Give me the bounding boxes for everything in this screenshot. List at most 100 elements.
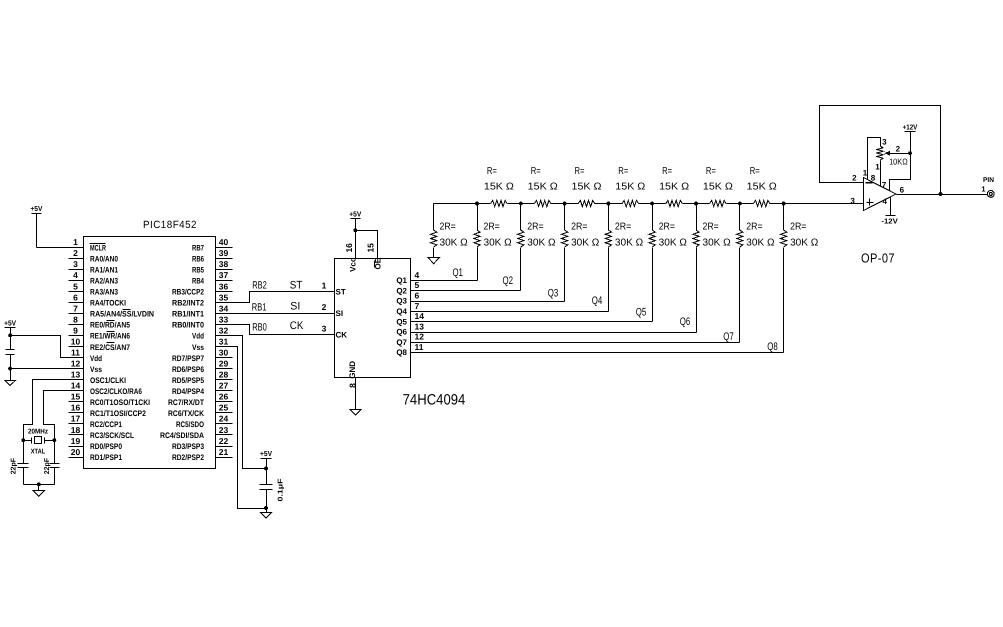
- svg-text:Vss: Vss: [90, 365, 102, 374]
- svg-text:30K Ω: 30K Ω: [659, 238, 688, 249]
- svg-text:SI: SI: [336, 309, 344, 318]
- svg-text:0.1μF: 0.1μF: [277, 478, 284, 502]
- svg-text:RA3/AN3: RA3/AN3: [90, 288, 118, 297]
- svg-text:8: 8: [73, 314, 78, 324]
- svg-text:36: 36: [219, 281, 229, 291]
- svg-text:40: 40: [219, 237, 229, 247]
- svg-text:Q3: Q3: [548, 288, 559, 300]
- svg-text:29: 29: [219, 359, 229, 369]
- svg-text:2R=: 2R=: [527, 222, 543, 233]
- svg-text:RE2/CS/AN7: RE2/CS/AN7: [90, 343, 130, 352]
- svg-text:19: 19: [71, 436, 81, 446]
- svg-text:13: 13: [415, 321, 425, 331]
- svg-text:CK: CK: [336, 330, 348, 339]
- svg-text:31: 31: [219, 336, 229, 346]
- svg-text:24: 24: [219, 414, 229, 424]
- svg-text:6: 6: [73, 292, 78, 302]
- svg-text:Q2: Q2: [503, 275, 514, 287]
- svg-text:+5V: +5V: [30, 204, 42, 213]
- svg-text:3: 3: [882, 138, 887, 147]
- svg-text:RB4: RB4: [192, 277, 204, 286]
- svg-text:2: 2: [322, 302, 327, 312]
- svg-text:RA0/AN0: RA0/AN0: [90, 254, 118, 263]
- svg-text:SI: SI: [290, 301, 300, 313]
- svg-text:OSC2/CLKO/RA6: OSC2/CLKO/RA6: [90, 387, 142, 396]
- svg-text:26: 26: [219, 392, 229, 402]
- svg-text:9: 9: [73, 325, 78, 335]
- svg-text:R=: R=: [531, 166, 541, 177]
- svg-text:ST: ST: [290, 280, 303, 292]
- svg-text:1: 1: [322, 281, 327, 291]
- svg-text:R=: R=: [662, 166, 672, 177]
- svg-text:RC6/TX/CK: RC6/TX/CK: [168, 409, 204, 418]
- svg-text:+5V: +5V: [349, 210, 361, 219]
- svg-text:2R=: 2R=: [746, 222, 762, 233]
- svg-text:RB0: RB0: [252, 321, 267, 333]
- svg-text:RB6: RB6: [192, 254, 204, 263]
- svg-text:RB3/CCP2: RB3/CCP2: [172, 288, 204, 297]
- svg-text:2R=: 2R=: [440, 222, 456, 233]
- svg-text:Vcc: Vcc: [348, 257, 357, 272]
- svg-text:RB5: RB5: [192, 265, 204, 274]
- svg-text:Q4: Q4: [592, 295, 603, 307]
- svg-text:6: 6: [900, 186, 905, 195]
- svg-text:Q6: Q6: [396, 328, 407, 337]
- svg-text:R=: R=: [487, 166, 497, 177]
- svg-text:R=: R=: [618, 166, 628, 177]
- svg-text:RB1: RB1: [252, 301, 267, 313]
- svg-text:30K Ω: 30K Ω: [746, 238, 775, 249]
- svg-text:33: 33: [219, 314, 229, 324]
- svg-text:38: 38: [219, 259, 229, 269]
- svg-text:Q8: Q8: [767, 341, 778, 353]
- svg-text:17: 17: [71, 414, 81, 424]
- svg-text:+12V: +12V: [903, 123, 918, 132]
- svg-text:Q5: Q5: [636, 307, 647, 319]
- svg-text:10KΩ: 10KΩ: [889, 156, 908, 166]
- svg-text:RD7/PSP7: RD7/PSP7: [172, 354, 204, 363]
- svg-text:15K Ω: 15K Ω: [484, 182, 515, 193]
- svg-text:15: 15: [366, 243, 376, 253]
- svg-text:37: 37: [219, 270, 229, 280]
- svg-text:RC7/RX/DT: RC7/RX/DT: [168, 398, 204, 407]
- svg-text:Q7: Q7: [396, 338, 407, 347]
- svg-text:30K Ω: 30K Ω: [571, 238, 600, 249]
- svg-text:RC3/SCK/SCL: RC3/SCK/SCL: [90, 431, 134, 440]
- svg-text:2: 2: [852, 173, 857, 182]
- svg-text:RD0/PSP0: RD0/PSP0: [90, 442, 122, 451]
- svg-text:28: 28: [219, 370, 229, 380]
- svg-text:GND: GND: [348, 361, 357, 379]
- svg-text:2R=: 2R=: [615, 222, 631, 233]
- svg-text:16: 16: [71, 403, 81, 413]
- svg-text:2: 2: [896, 145, 901, 154]
- svg-text:+5V: +5V: [260, 449, 272, 458]
- svg-text:23: 23: [219, 425, 229, 435]
- svg-text:11: 11: [71, 348, 80, 358]
- svg-text:RE0/RD/AN5: RE0/RD/AN5: [90, 321, 130, 330]
- svg-text:5: 5: [415, 280, 420, 290]
- svg-text:22pF: 22pF: [44, 457, 51, 474]
- svg-text:RB0/INT0: RB0/INT0: [172, 321, 204, 330]
- svg-text:+5V: +5V: [4, 319, 16, 328]
- svg-text:2R=: 2R=: [790, 222, 806, 233]
- svg-text:22pF: 22pF: [10, 457, 17, 474]
- svg-text:RD2/PSP2: RD2/PSP2: [172, 453, 204, 462]
- svg-text:15K Ω: 15K Ω: [572, 182, 603, 193]
- svg-text:14: 14: [71, 381, 81, 391]
- svg-text:Q4: Q4: [396, 307, 407, 316]
- svg-text:1: 1: [863, 169, 868, 178]
- svg-text:2R=: 2R=: [571, 222, 587, 233]
- svg-text:Vdd: Vdd: [90, 354, 102, 363]
- svg-text:25: 25: [219, 403, 229, 413]
- svg-text:RA5/AN4/SS/LVDIN: RA5/AN4/SS/LVDIN: [90, 310, 154, 319]
- svg-text:32: 32: [219, 325, 229, 335]
- svg-text:18: 18: [71, 425, 81, 435]
- svg-text:15: 15: [71, 392, 81, 402]
- svg-text:RB2: RB2: [252, 280, 267, 292]
- svg-text:30K Ω: 30K Ω: [615, 238, 644, 249]
- svg-text:OP-07: OP-07: [861, 251, 895, 266]
- svg-text:30K Ω: 30K Ω: [703, 238, 732, 249]
- svg-text:Q3: Q3: [396, 297, 407, 306]
- svg-text:RC0/T1OSO/T1CKI: RC0/T1OSO/T1CKI: [90, 398, 150, 407]
- svg-text:OE: OE: [373, 257, 382, 269]
- svg-text:7: 7: [882, 180, 887, 189]
